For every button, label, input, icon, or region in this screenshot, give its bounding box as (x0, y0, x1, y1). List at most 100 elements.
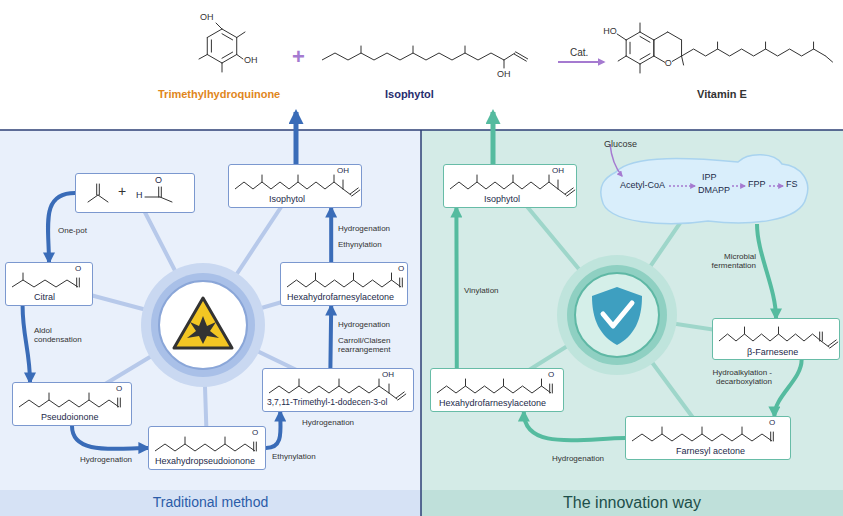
bond-stroke (225, 437, 226, 444)
bond-stroke (237, 55, 243, 60)
bond-stroke (236, 38, 237, 55)
bond-stroke (145, 197, 160, 198)
bond-stroke (185, 437, 186, 444)
bond-stroke (287, 280, 401, 287)
bond-stroke (322, 53, 504, 60)
bond-stroke (822, 332, 823, 341)
cell-outline (601, 155, 808, 224)
step-label: Ethynylation (272, 452, 316, 461)
compound-label: Acetyl-CoA (620, 180, 665, 190)
reaction-arrow (558, 61, 604, 63)
bond-stroke (353, 273, 354, 280)
bond-stroke (117, 398, 118, 407)
compound-label: H (136, 190, 143, 200)
bond-stroke (161, 187, 162, 197)
bond-stroke (262, 175, 263, 182)
bond-stroke (826, 56, 833, 62)
compound-label: OH (337, 166, 349, 175)
bond-stroke (653, 40, 654, 56)
bond-stroke (207, 38, 208, 55)
bond-stroke (654, 32, 668, 40)
bond-stroke (830, 342, 838, 348)
bond-stroke (269, 386, 389, 393)
step-label: Hydrogenation (552, 454, 604, 463)
bond-stroke (158, 187, 159, 197)
compound-box: OFarnesyl acetone (625, 416, 791, 460)
bond-stroke (352, 190, 360, 196)
bond-stroke (765, 42, 766, 49)
compound-label: OH (382, 370, 394, 379)
bond-stroke (719, 334, 821, 341)
bond-stroke (211, 40, 212, 52)
bond-stroke (618, 56, 626, 61)
bond-stroke (88, 195, 98, 202)
bond-stroke (98, 195, 108, 202)
compound-label: Hexahydropseudoionone (155, 456, 255, 466)
bond-stroke (567, 190, 575, 196)
bond-stroke (222, 52, 233, 58)
bond-stroke (702, 427, 703, 434)
hazard-ring (159, 281, 247, 369)
compound-label: β-Farnesene (747, 347, 798, 357)
bond-stroke (465, 46, 466, 53)
bond-stroke (235, 182, 343, 189)
compound-label: O (75, 264, 81, 273)
bond-stroke (541, 379, 542, 386)
reaction-arrow (524, 412, 625, 440)
text-label: + (292, 44, 305, 69)
step-label: Carroll/Claisen rearrangement (338, 336, 410, 354)
compound-label: Citral (34, 292, 55, 302)
reaction-arrow (774, 360, 801, 416)
bond-stroke (477, 175, 478, 182)
bond-stroke (79, 278, 80, 287)
bond-stroke (682, 49, 826, 56)
text-label: OH (497, 69, 511, 79)
bond-stroke (819, 332, 820, 341)
bond-stroke (640, 23, 641, 32)
bond-stroke (19, 400, 119, 407)
bond-stroke (350, 188, 358, 194)
molecule-structures (199, 23, 833, 73)
bond-stroke (626, 32, 640, 40)
hazard-ring (141, 263, 265, 387)
bond-stroke (653, 40, 654, 56)
spokes (49, 186, 344, 448)
bond-stroke (516, 52, 528, 59)
bond-stroke (828, 340, 836, 346)
compound-label: O (769, 418, 775, 427)
bond-stroke (76, 278, 77, 287)
bond-stroke (813, 42, 814, 49)
reaction-arrow (23, 306, 30, 382)
compound-label: OH (552, 166, 564, 175)
bond-stroke (682, 56, 684, 65)
bond-stroke (742, 427, 743, 434)
bond-stroke (253, 442, 254, 451)
compound-box: HexahydropseudoiononeO (148, 426, 266, 470)
shield-icon (592, 287, 642, 345)
cell-cloud: Acetyl-CoAIPPDMAPPFPPFS (598, 152, 810, 224)
bond-stroke (640, 56, 654, 64)
flow-arrow (294, 112, 299, 164)
text-label: Hydrogenation (302, 418, 354, 427)
bond-stroke (565, 188, 573, 194)
compound-label: 3,7,11-Trimethyl-1-dodecen-3-ol (267, 398, 387, 408)
compound-label: FPP (748, 179, 766, 189)
reaction-arrow (454, 208, 458, 368)
bond-stroke (222, 34, 233, 40)
compound-label: FS (786, 179, 798, 189)
text-label: Hydrogenation (338, 320, 390, 329)
pathway-arrow (669, 185, 695, 187)
text-label: OH (200, 12, 214, 22)
compound-label: O (116, 384, 122, 393)
text-label: OH (244, 55, 258, 65)
bond-stroke (339, 379, 340, 386)
bond-stroke (12, 280, 78, 287)
bond-stroke (662, 427, 663, 434)
bond-stroke (626, 40, 627, 56)
bond-stroke (717, 42, 718, 49)
bond-stroke (216, 23, 222, 29)
bond-stroke (413, 46, 414, 53)
reaction-arrow (72, 426, 148, 449)
bond-stroke (207, 29, 222, 38)
compound-label: Isophytol (269, 194, 305, 204)
